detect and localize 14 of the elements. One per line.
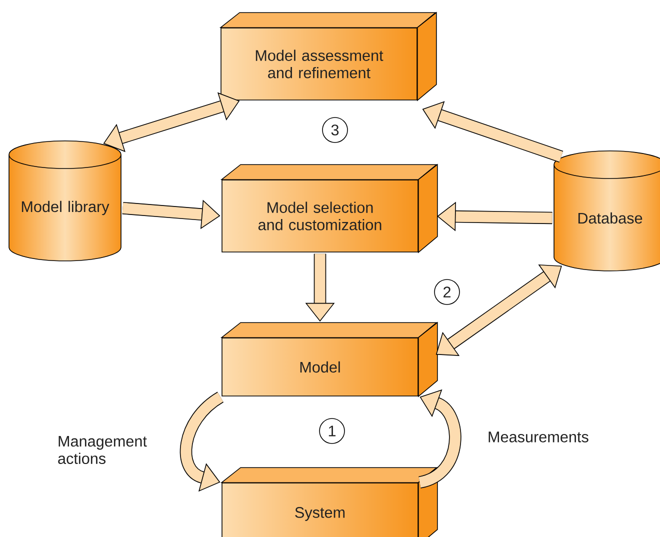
circled-number: 3	[322, 117, 348, 143]
node-text: Database	[578, 212, 642, 224]
node-text: Model	[300, 361, 340, 373]
node-text: System	[295, 507, 345, 521]
node-text: Model assessment and refinement	[256, 50, 384, 78]
database-cylinder	[554, 150, 660, 272]
edge-label: Management actions	[58, 436, 147, 464]
block-arrow	[436, 264, 562, 356]
node-text: Model selection and customization	[258, 202, 382, 230]
circled-number: 1	[319, 418, 345, 444]
circled-number: 2	[434, 279, 460, 305]
node-text: Model library	[22, 200, 110, 216]
edge-label: Measurements	[488, 432, 588, 442]
database-cylinder	[8, 140, 122, 262]
